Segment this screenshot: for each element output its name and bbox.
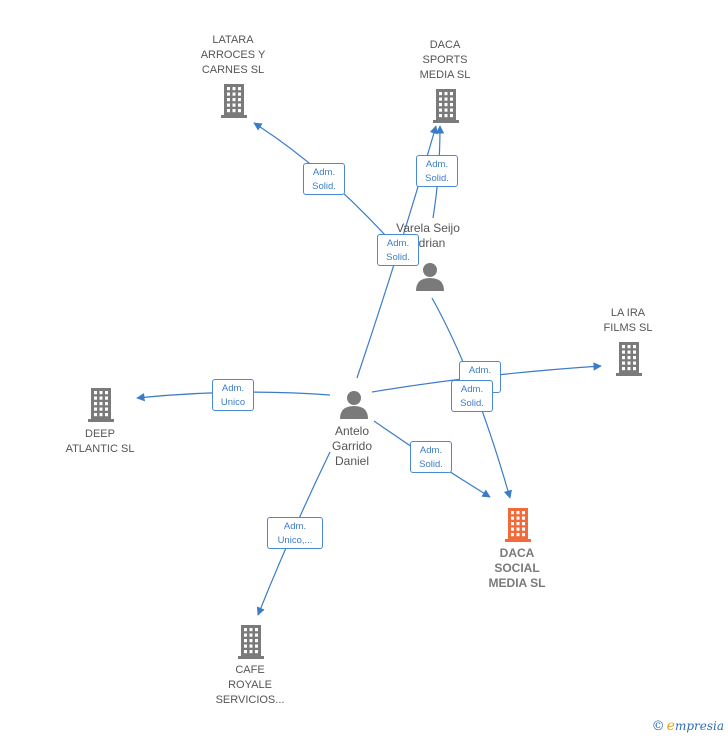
building-icon-daca-sports[interactable] — [433, 89, 459, 123]
company-label-deep-atlantic[interactable]: DEEP ATLANTIC SL — [65, 428, 135, 455]
edge-layer — [136, 122, 602, 616]
brand-name: mpresia — [674, 719, 724, 733]
copyright-symbol: © — [651, 719, 665, 734]
company-label-daca-social[interactable]: DACA SOCIAL MEDIA SL — [488, 546, 546, 590]
edge-badge-antelo-daca-social[interactable]: Adm. Solid. — [410, 441, 452, 473]
person-label-varela[interactable]: Varela Seijo Adrian — [396, 221, 460, 250]
person-icon-antelo[interactable] — [340, 391, 368, 419]
edge-badge-varela-daca-sports[interactable]: Adm. Solid. — [416, 155, 458, 187]
edge-badge-antelo-deep-atlantic[interactable]: Adm. Unico — [212, 379, 254, 411]
person-label-antelo[interactable]: Antelo Garrido Daniel — [331, 424, 372, 468]
company-label-la-ira[interactable]: LA IRA FILMS SL — [603, 307, 653, 334]
company-label-cafe-royale[interactable]: CAFE ROYALE SERVICIOS... — [215, 664, 285, 706]
building-icon-cafe-royale[interactable] — [238, 625, 264, 659]
building-icon-deep-atlantic[interactable] — [88, 388, 114, 422]
person-icon-varela[interactable] — [416, 263, 444, 291]
edge-badge-antelo-latara[interactable]: Adm. Solid. — [303, 163, 345, 195]
building-icon-latara[interactable] — [221, 84, 247, 118]
building-icon-la-ira[interactable] — [616, 342, 642, 376]
edge-badge-varela-daca-social[interactable]: Adm. Solid. — [451, 380, 493, 412]
building-icon-daca-social[interactable] — [505, 508, 531, 542]
empresia-watermark: ©empresia — [652, 718, 724, 734]
edge-badge-antelo-cafe-royale[interactable]: Adm. Unico,... — [267, 517, 323, 549]
edge-badge-antelo-daca-sports[interactable]: Adm. Solid. — [377, 234, 419, 266]
icon-layer — [88, 84, 642, 659]
company-label-daca-sports[interactable]: DACA SPORTS MEDIA SL — [419, 39, 471, 81]
company-label-latara[interactable]: LATARA ARROCES Y CARNES SL — [200, 34, 266, 76]
brand-initial: e — [666, 718, 675, 734]
